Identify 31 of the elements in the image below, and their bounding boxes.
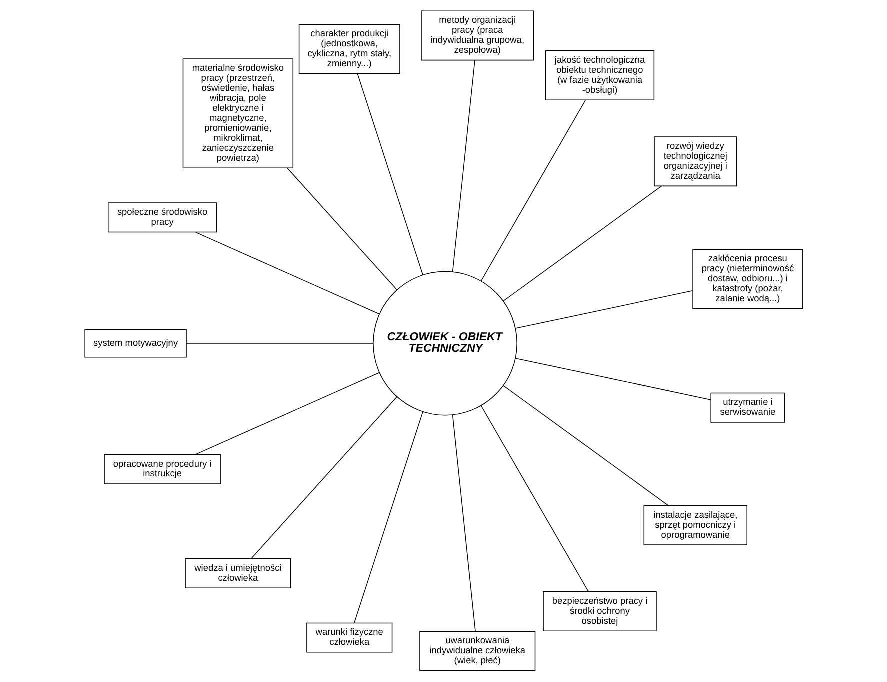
connector [250, 396, 397, 560]
node-box: utrzymanie i serwisowanie [710, 392, 785, 423]
connector [186, 343, 374, 344]
node-box: jakość technologiczna obiektu technicznego (w fazie użytkowania -obsługi) [544, 50, 654, 100]
connector [354, 412, 423, 624]
node-box: warunki fizyczne człowieka [306, 622, 392, 653]
node-box: charakter produkcji (jednostkowa, cykliczna, rytm stały, zmienny...) [298, 24, 400, 74]
node-box: uwarunkowania indywidualne człowieka (wiek, płeć) [419, 631, 536, 672]
connector [502, 385, 668, 506]
connector [514, 290, 693, 329]
node-box: bezpieczeństwo pracy i środki ochrony osobistej [542, 592, 656, 632]
connector [356, 74, 423, 276]
connector [452, 60, 475, 272]
node-box: materialne środowisko pracy (przestrzeń, oświetlenie, hałas wibracja, pole elektryczne i magnetyczne, promieniowanie, mikroklimat, zanieczyszczenie powietrza) [182, 58, 294, 168]
node-box: system motywacyjny [84, 329, 186, 358]
node-box: instalacje zasilające, sprzęt pomocniczy i oprogramowanie [643, 505, 747, 546]
connector [480, 100, 586, 282]
node-box: wiedza i umiejętności człowieka [184, 558, 291, 588]
node-box: zakłócenia procesu pracy (nieterminowość dostaw, odbioru...) i katastrofy (pożar, zalanie wodą...) [692, 249, 803, 310]
connector [480, 405, 588, 592]
connector [502, 186, 662, 302]
node-box: rozwój wiedzy technologicznej organizacyjnej i zarządzania [654, 136, 737, 187]
connector [514, 358, 711, 400]
node-circle: CZŁOWIEK - OBIEKT TECHNICZNY [372, 271, 517, 416]
connector [286, 168, 397, 290]
connector [194, 232, 380, 315]
node-box: społeczne środowisko pracy [107, 202, 217, 233]
connector [452, 414, 476, 632]
connector [194, 372, 380, 456]
node-box: metody organizacji pracy (praca indywidualna grupowa, zespołowa) [420, 10, 534, 61]
node-box: opracowane procedury i instrukcje [104, 454, 220, 484]
